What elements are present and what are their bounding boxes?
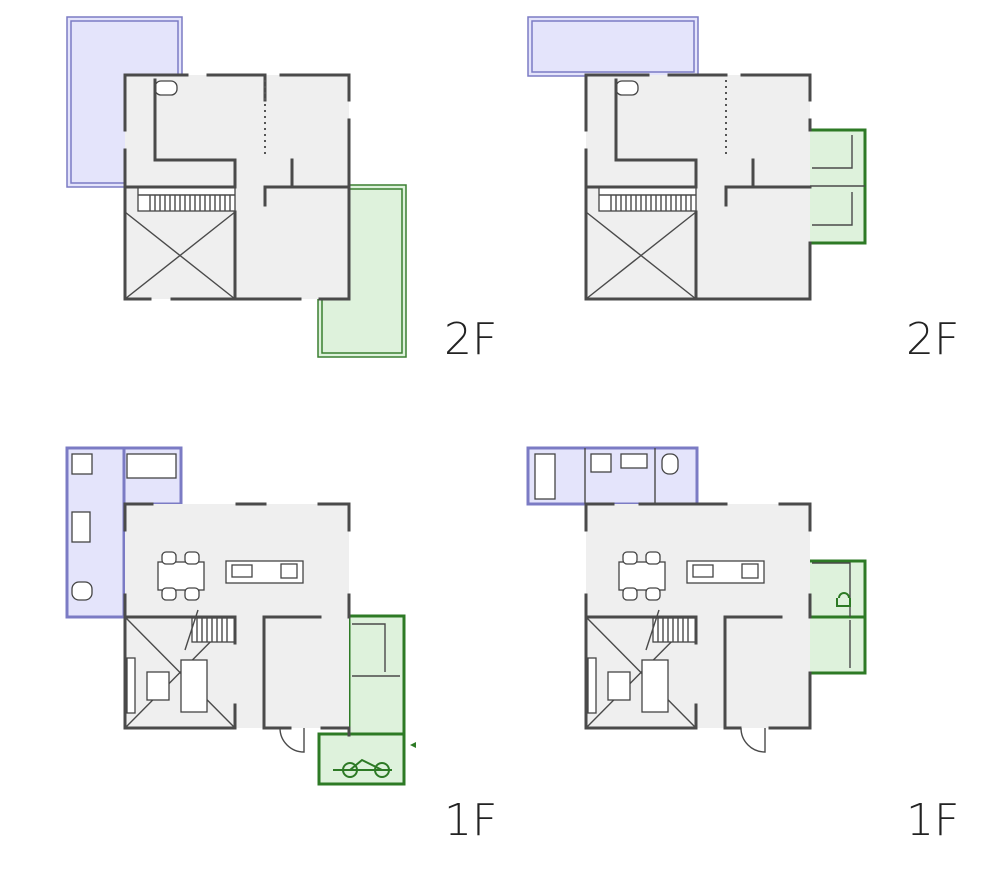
floor-label: 2F <box>444 314 497 365</box>
kitchen-counter <box>225 560 304 584</box>
dining-table <box>618 551 666 601</box>
dining-table <box>157 551 205 601</box>
walls <box>123 502 351 737</box>
sofa <box>587 657 669 714</box>
walls <box>584 73 812 301</box>
stairs <box>598 186 697 212</box>
stairs <box>137 186 236 212</box>
kitchen-counter <box>686 560 765 584</box>
walls <box>584 502 812 730</box>
floor-label: 1F <box>444 795 497 846</box>
plan-b-1f: 1F <box>526 446 959 846</box>
bicycle-icon <box>333 758 392 778</box>
plan-b-2f: 2F <box>527 16 959 365</box>
floor-label: 2F <box>906 314 959 365</box>
bike-parking <box>317 732 406 786</box>
toilet-icon <box>154 80 178 96</box>
stair-void <box>585 211 697 300</box>
plan-a-2f: 2F <box>66 16 497 365</box>
floor-label: 1F <box>906 795 959 846</box>
plan-a-1f: 1F <box>65 446 497 846</box>
stair-void <box>124 211 236 300</box>
sofa <box>126 657 208 714</box>
toilet-icon <box>615 80 639 96</box>
